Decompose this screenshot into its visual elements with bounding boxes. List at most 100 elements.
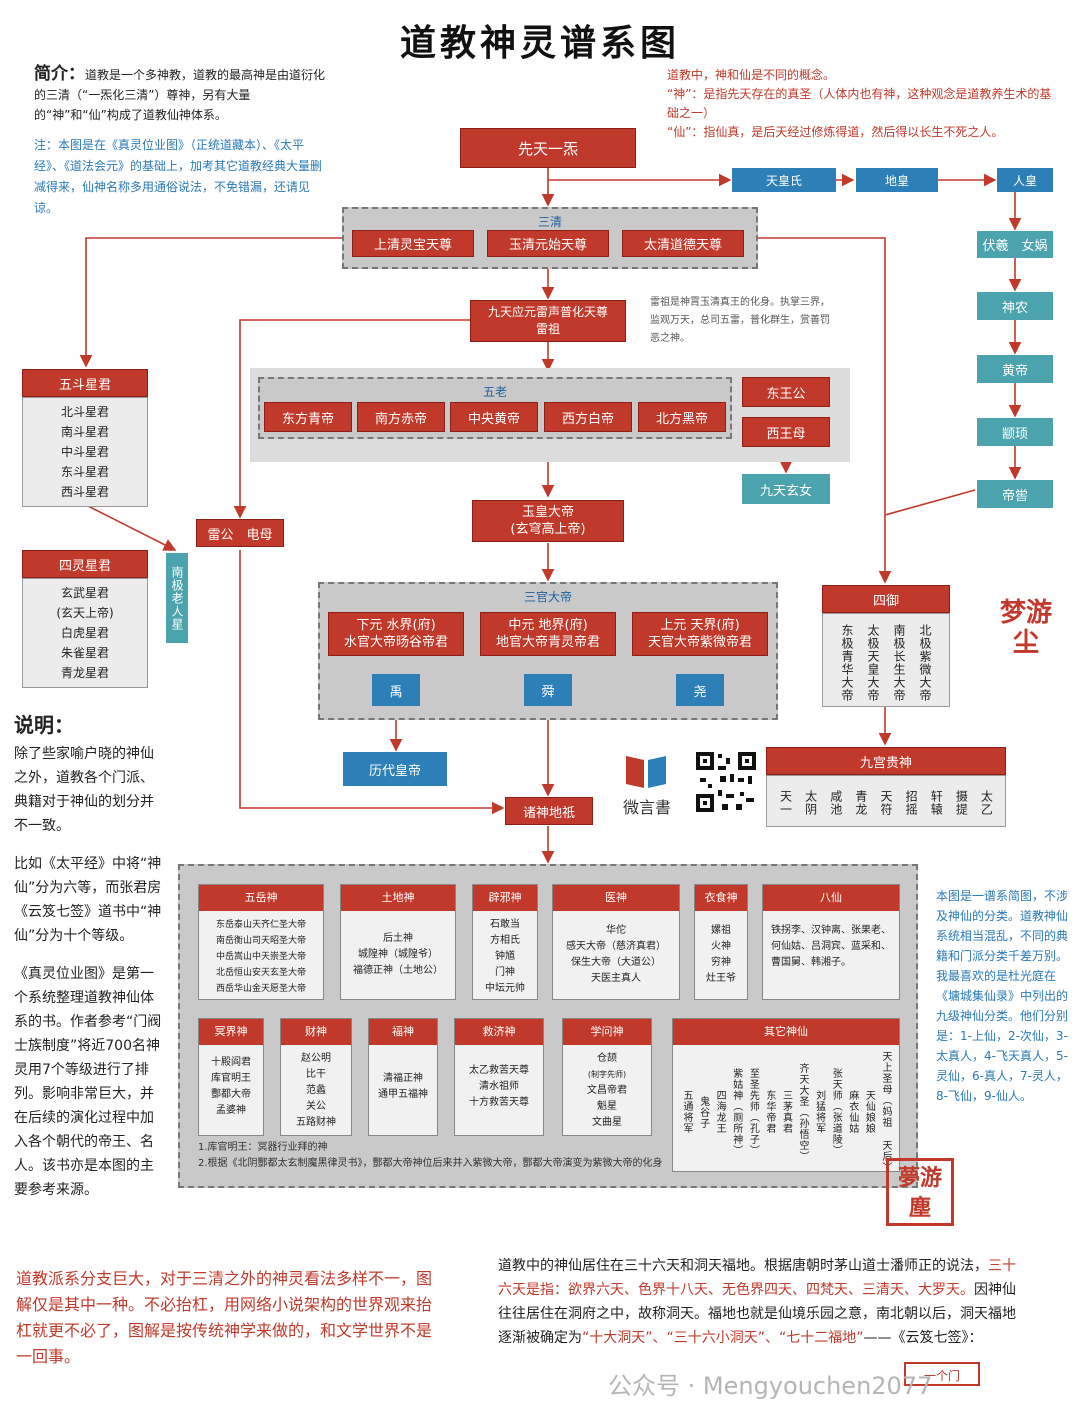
node-qingdi: 东方青帝 xyxy=(264,402,352,432)
explain-block: 说明： 除了些家喻户晓的神仙之外，道教各个门派、典籍对于神仙的划分并不一致。 比… xyxy=(14,712,164,1202)
list-item: 太极天皇大帝 xyxy=(866,624,880,702)
footnote-2: 2.根据《北阴酆都太玄制魔黑律灵书》，酆都大帝神位后来并入紫微大帝，酆都大帝演变… xyxy=(198,1158,663,1169)
list-item: 天上圣母（妈祖 天后） xyxy=(879,1051,891,1173)
list-item: 四海龙王 xyxy=(714,1090,726,1134)
node-huangdi-center: 中央黄帝 xyxy=(450,402,538,432)
list-item: 天仙娘娘 xyxy=(863,1090,875,1134)
diguan-l2: 地官大帝青灵帝君 xyxy=(495,635,600,650)
list-item: 清福正神 xyxy=(383,1073,423,1084)
list-item: 招摇 xyxy=(904,790,919,816)
siyu-title: 四御 xyxy=(822,585,950,613)
wudou-title: 五斗星君 xyxy=(22,369,148,397)
siling-list: 玄武星君 (玄天上帝) 白虎星君 朱雀星君 青龙星君 xyxy=(22,578,148,688)
list-item: 中岳嵩山中天崇圣大帝 xyxy=(215,952,306,962)
shuiguan-l1: 下元 水界(府) xyxy=(356,618,436,633)
dongtian-text-1: 道教中的神仙居住在三十六天和洞天福地。根据唐朝时茅山道士潘师正的说法， xyxy=(498,1258,988,1274)
list-item: 赵公明 xyxy=(301,1053,331,1064)
panel-fushen: 福神 清福正神 通甲五福神 xyxy=(368,1018,438,1136)
footnote-1: 1.库官明王：冥器行业拜的神 xyxy=(198,1142,328,1153)
node-fuxi: 伏羲 女娲 xyxy=(977,231,1053,258)
qr-code[interactable] xyxy=(694,750,758,814)
list-item: 东岳泰山天齐仁圣大帝 xyxy=(215,920,306,930)
panel-caishen: 财神 赵公明 比干 范蠡 关公 五路财神 xyxy=(280,1018,352,1136)
list-item: 太乙 xyxy=(979,790,994,816)
list-item: 至圣先师（孔子） xyxy=(747,1068,759,1156)
list-item: 灶王爷 xyxy=(706,973,736,984)
sanqing-label: 三清 xyxy=(537,215,562,229)
concept-line-2: “神”：是指先天存在的真圣（人体内也有神，这种观念是道教养生术的基础之一） xyxy=(667,87,1052,120)
panel-jiuji: 救济神 太乙救苦天尊 清水祖师 十方救苦天尊 xyxy=(454,1018,544,1136)
node-chidi: 南方赤帝 xyxy=(357,402,445,432)
intro-heading: 简介： xyxy=(34,64,85,84)
list-item: 城隍神（城隍爷） xyxy=(358,949,438,960)
bottom-right-note: 道教中的神仙居住在三十六天和洞天福地。根据唐朝时茅山道士潘师正的说法，三十六天是… xyxy=(498,1254,1028,1350)
node-diku: 帝喾 xyxy=(977,480,1053,508)
intro-block: 简介：道教是一个多神教，道教的最高神是由道衍化的三清（“一炁化三清”）尊神，另有… xyxy=(34,64,334,125)
node-dihuang: 地皇 xyxy=(856,168,938,192)
node-diguan: 中元 地界(府) 地官大帝青灵帝君 xyxy=(480,612,616,656)
list-item: 齐天大圣（孙悟空） xyxy=(797,1062,809,1162)
node-leizu: 九天应元雷声普化天尊 雷祖 xyxy=(470,300,626,342)
list-item: 魁星 xyxy=(597,1101,617,1112)
node-yuhuang: 玉皇大帝 (玄穹高上帝) xyxy=(472,500,624,542)
list-item: 方相氏 xyxy=(490,935,520,946)
list-item: 北岳恒山安天玄圣大帝 xyxy=(215,968,306,978)
list-item: 中斗星君 xyxy=(60,445,109,459)
list-item: 十殿阎君 xyxy=(211,1057,251,1068)
panel-yishen: 医神 华佗 感天大帝（慈济真君） 保生大帝（大道公） 天医主真人 xyxy=(552,884,680,1000)
list-item: 孟婆神 xyxy=(216,1105,246,1116)
bottom-left-note: 道教派系分支巨大，对于三清之外的神灵看法多样不一，图解仅是其中一种。不必抬杠，用… xyxy=(16,1269,433,1366)
concept-line-3: “仙”：指仙真，是后天经过修炼得道，然后得以长生不死之人。 xyxy=(667,125,1004,139)
list-item: (玄天上帝) xyxy=(56,606,114,620)
seal-red: 梦游尘 xyxy=(1000,598,1053,658)
weiyanshu-logo: 微言書 xyxy=(612,750,682,820)
panel-mingjie: 冥界神 十殿阎君 库官明王 酆都大帝 孟婆神 xyxy=(198,1018,264,1136)
wudou-list: 北斗星君 南斗星君 中斗星君 东斗星君 西斗星君 xyxy=(22,397,148,507)
yuhuang-line-2: (玄穹高上帝) xyxy=(510,522,586,537)
panel-qita: 其它神仙 天上圣母（妈祖 天后） 天仙娘娘 麻衣仙姑 张天师（张道陵） 刘猛将军… xyxy=(672,1018,900,1173)
list-item: 刘猛将军 xyxy=(813,1090,825,1134)
panel-title: 冥界神 xyxy=(199,1019,263,1045)
dongtian-text-4: “十大洞天”、“三十六小洞天”、“七十二福地” xyxy=(582,1330,864,1346)
node-nanji: 南极老人星 xyxy=(166,553,188,643)
node-shun: 舜 xyxy=(524,674,572,706)
list-item: 西斗星君 xyxy=(60,485,109,499)
explain-p2: 比如《太平经》中将“神仙”分为六等，而张君房《云笈七签》道书中“神仙”分为十个等… xyxy=(14,856,162,944)
panel-title: 福神 xyxy=(369,1019,437,1045)
panel-baxian: 八仙 铁拐李、汉钟离、张果老、何仙姑、吕洞宾、蓝采和、曹国舅、韩湘子。 xyxy=(762,884,900,1000)
panel-xuewen: 学问神 仓颉 (制字先师) 文昌帝君 魁星 文曲星 xyxy=(562,1018,652,1136)
node-renhuang: 人皇 xyxy=(997,168,1053,192)
node-xiantian: 先天一炁 xyxy=(460,128,636,168)
concept-note: 道教中，神和仙是不同的概念。 “神”：是指先天存在的真圣（人体内也有神，这种观念… xyxy=(667,66,1057,142)
list-item: 清水祖师 xyxy=(479,1081,519,1092)
panel-title: 财神 xyxy=(281,1019,351,1045)
node-shuiguan: 下元 水界(府) 水官大帝旸谷帝君 xyxy=(328,612,464,656)
list-item: 摄提 xyxy=(954,790,969,816)
list-item: 库官明王 xyxy=(211,1073,251,1084)
shuiguan-l2: 水官大帝旸谷帝君 xyxy=(343,635,448,650)
page-stamp: 一个门 xyxy=(904,1362,980,1386)
panel-title: 学问神 xyxy=(563,1019,651,1045)
panel-yishi: 衣食神 嫘祖 火神 穷神 灶王爷 xyxy=(694,884,748,1000)
intro-text: 道教是一个多神教，道教的最高神是由道衍化的三清（“一炁化三清”）尊神，另有大量的… xyxy=(34,68,326,122)
siyu-list: 东极青华大帝 太极天皇大帝 南极长生大帝 北极紫微大帝 xyxy=(822,613,950,707)
tianguan-l2: 天官大帝紫微帝君 xyxy=(647,635,752,650)
list-item: 范蠡 xyxy=(306,1085,326,1096)
page-title: 道教神灵谱系图 xyxy=(399,23,680,64)
list-item: 门神 xyxy=(495,967,515,978)
list-item: 福德正神（土地公） xyxy=(353,965,443,976)
list-item: 东极青华大帝 xyxy=(840,624,854,702)
panel-footnotes: 1.库官明王：冥器行业拜的神 2.根据《北阴酆都太玄制魔黑律灵书》，酆都大帝神位… xyxy=(198,1140,668,1172)
panel-title: 八仙 xyxy=(763,885,899,911)
node-yu: 禹 xyxy=(372,674,420,706)
jiugong-title: 九宫贵神 xyxy=(766,747,1006,775)
node-lidai: 历代皇帝 xyxy=(343,752,447,786)
list-item: 火神 xyxy=(711,941,731,952)
node-dongwanggong: 东王公 xyxy=(742,377,830,407)
list-item: 石敢当 xyxy=(490,919,520,930)
jiugong-list: 天一 太阴 咸池 青龙 天符 招摇 轩辕 摄提 太乙 xyxy=(766,775,1006,827)
list-item: 嫘祖 xyxy=(711,925,731,936)
node-baidi: 西方白帝 xyxy=(544,402,632,432)
node-heidi: 北方黑帝 xyxy=(638,402,726,432)
